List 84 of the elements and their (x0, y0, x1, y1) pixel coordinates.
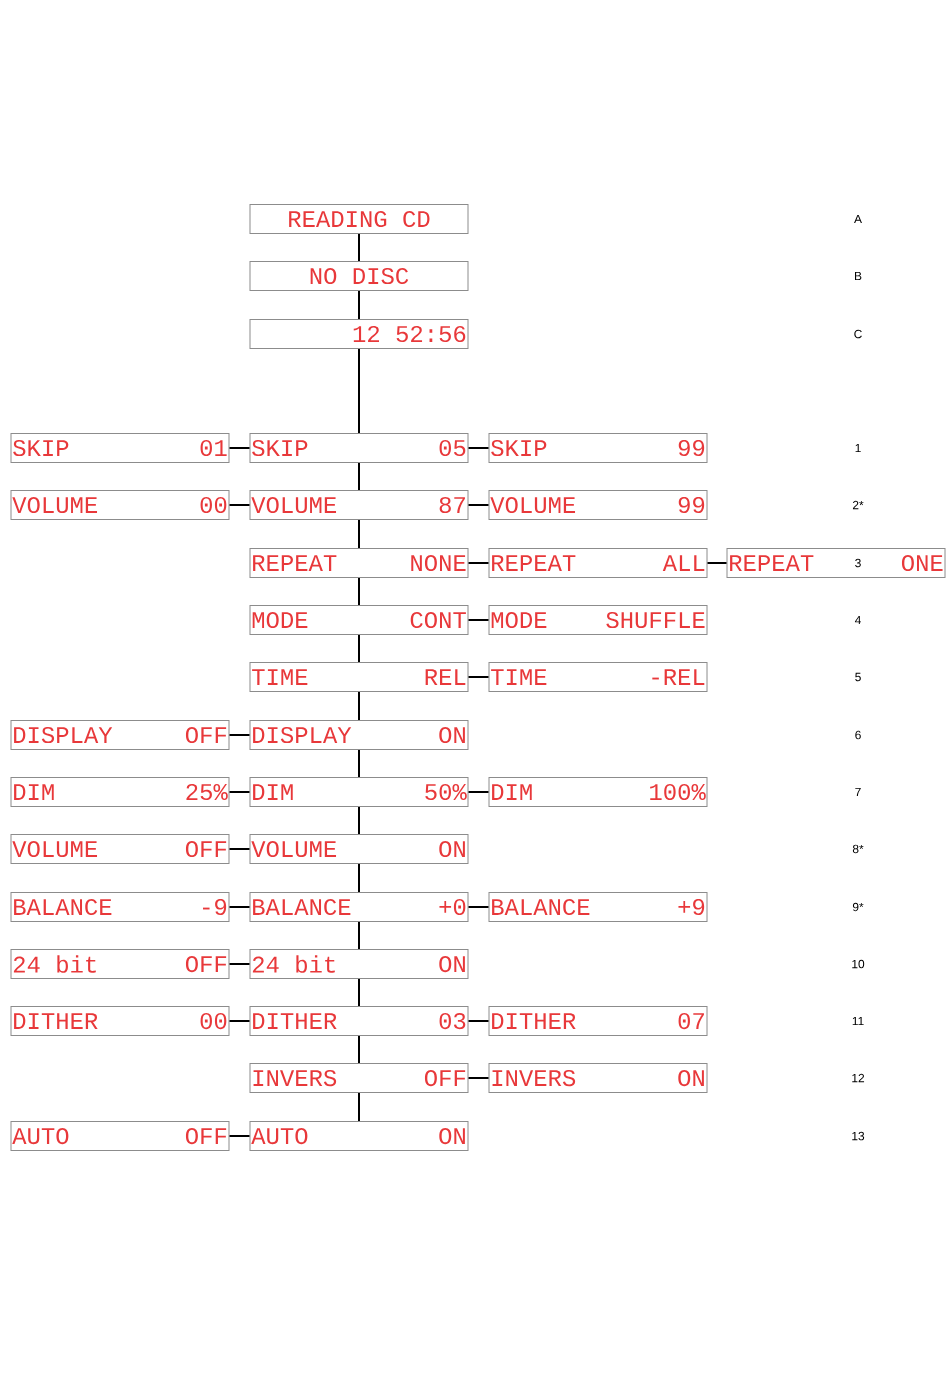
lcd-display: DIM 50% (249, 777, 469, 807)
connector-line (358, 1092, 360, 1122)
lcd-display: TIME -REL (488, 662, 708, 692)
row-label: A (854, 214, 862, 224)
lcd-display: SKIP 01 (10, 433, 230, 463)
row-label: 9* (852, 902, 864, 912)
row-label: 6 (855, 730, 861, 740)
lcd-display: AUTO ON (249, 1121, 469, 1151)
lcd-display: INVERS ON (488, 1063, 708, 1093)
lcd-display: NO DISC (249, 261, 469, 291)
connector-line (467, 676, 490, 678)
connector-line (358, 921, 360, 950)
connector-line (228, 1135, 251, 1137)
connector-line (467, 619, 490, 621)
lcd-display: INVERS OFF (249, 1063, 469, 1093)
connector-line (228, 791, 251, 793)
row-label: 4 (854, 615, 861, 625)
connector-line (358, 462, 360, 491)
lcd-display: DISPLAY OFF (10, 720, 230, 750)
connector-line (706, 562, 728, 564)
lcd-display: DIM 25% (10, 777, 230, 807)
lcd-display: REPEAT NONE (249, 548, 469, 578)
connector-line (467, 1077, 490, 1079)
row-label: 3 (855, 558, 861, 568)
row-label: 5 (855, 672, 861, 682)
lcd-display: AUTO OFF (10, 1121, 230, 1151)
row-label: 7 (855, 787, 861, 797)
lcd-display: VOLUME 00 (10, 490, 230, 520)
lcd-display: VOLUME ON (249, 834, 469, 864)
connector-line (467, 791, 490, 793)
lcd-display: SKIP 05 (249, 433, 469, 463)
lcd-display: REPEAT ALL (488, 548, 708, 578)
lcd-display: DITHER 00 (10, 1006, 230, 1036)
connector-line (228, 963, 251, 965)
row-label: 11 (852, 1016, 864, 1026)
row-label: B (855, 271, 862, 281)
lcd-display: MODE SHUFFLE (488, 605, 708, 635)
connector-line (228, 1020, 251, 1022)
lcd-display: VOLUME OFF (10, 834, 230, 864)
lcd-display: BALANCE -9 (10, 892, 230, 922)
connector-line (228, 848, 251, 850)
lcd-display: DIM 100% (488, 777, 708, 807)
lcd-display: TIME REL (249, 662, 469, 692)
connector-line (228, 447, 251, 449)
row-label: 2* (852, 500, 864, 510)
row-label: 10 (852, 959, 865, 969)
lcd-display: VOLUME 87 (249, 490, 469, 520)
connector-line (358, 978, 360, 1007)
row-label: 13 (852, 1131, 865, 1141)
connector-line (467, 504, 490, 506)
lcd-display: BALANCE +0 (249, 892, 469, 922)
connector-line (358, 577, 360, 606)
lcd-display: DISPLAY ON (249, 720, 469, 750)
connector-line (358, 348, 360, 434)
row-label: 8* (852, 844, 864, 854)
lcd-display: SKIP 99 (488, 433, 708, 463)
lcd-display: READING CD (249, 204, 469, 234)
connector-line (467, 562, 490, 564)
lcd-display: 24 bit ON (249, 949, 469, 979)
connector-line (358, 691, 360, 721)
lcd-display: DITHER 07 (488, 1006, 708, 1036)
connector-line (358, 806, 360, 835)
row-label: 1 (855, 443, 861, 453)
connector-line (467, 1020, 490, 1022)
connector-line (228, 734, 251, 736)
row-label: C (854, 329, 862, 339)
connector-line (467, 447, 490, 449)
lcd-display: DITHER 03 (249, 1006, 469, 1036)
lcd-display: 12 52:56 (249, 319, 469, 349)
lcd-display: MODE CONT (249, 605, 469, 635)
connector-line (228, 906, 251, 908)
lcd-display: 24 bit OFF (10, 949, 230, 979)
connector-line (358, 634, 360, 663)
connector-line (467, 906, 490, 908)
connector-line (228, 504, 251, 506)
lcd-display: VOLUME 99 (488, 490, 708, 520)
connector-line (358, 1035, 360, 1064)
connector-line (358, 863, 360, 893)
lcd-display: BALANCE +9 (488, 892, 708, 922)
connector-line (358, 749, 360, 778)
connector-line (358, 290, 360, 320)
connector-line (358, 519, 360, 549)
row-label: 12 (852, 1073, 865, 1083)
connector-line (358, 233, 360, 262)
